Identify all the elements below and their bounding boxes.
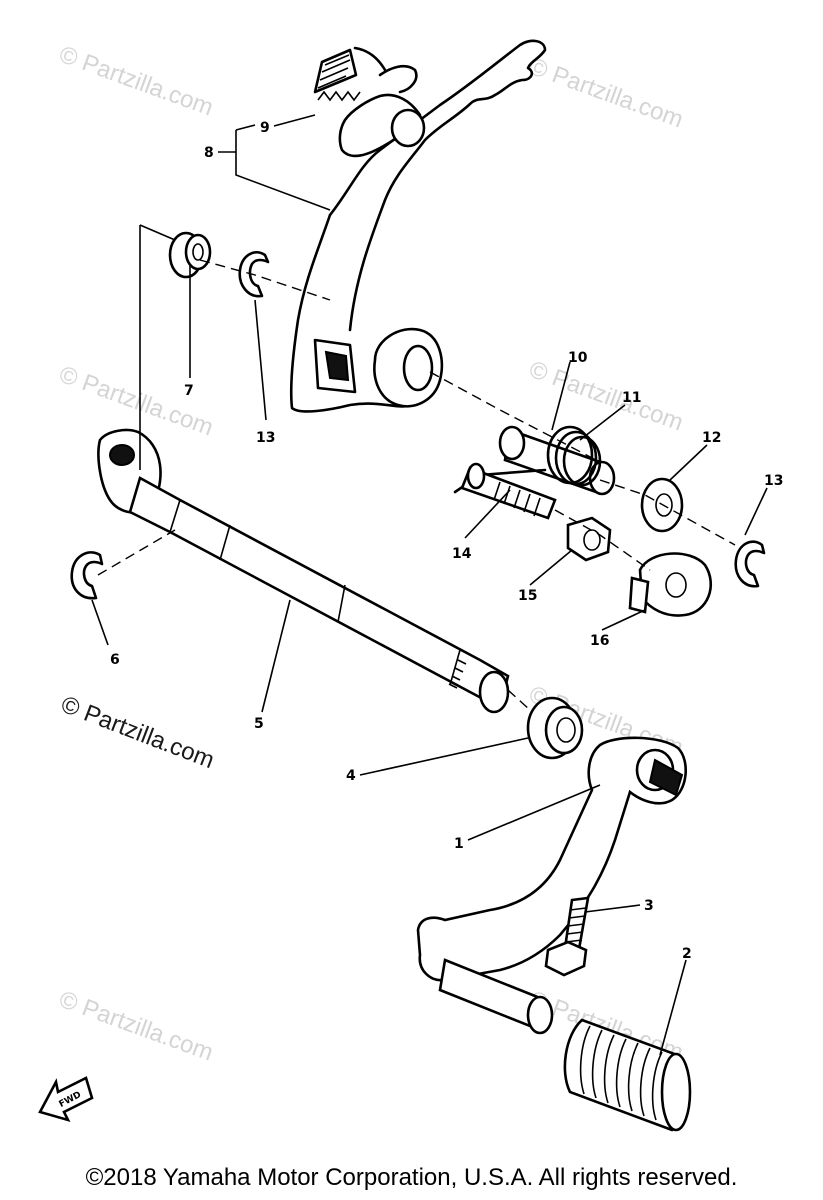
callout-13-right: 13 bbox=[764, 473, 783, 489]
callout-10: 10 bbox=[568, 350, 588, 366]
shift-pedal-part-1 bbox=[416, 736, 688, 1035]
nut-part-15 bbox=[566, 516, 612, 562]
callout-labels: 1 2 3 4 5 6 7 8 9 10 11 12 13 13 14 15 1… bbox=[110, 120, 783, 962]
copyright-notice: ©2018 Yamaha Motor Corporation, U.S.A. A… bbox=[85, 1164, 738, 1191]
pedal-rubber-part-2 bbox=[563, 1018, 692, 1132]
callout-11: 11 bbox=[622, 390, 641, 406]
callout-7: 7 bbox=[184, 383, 194, 399]
callout-2: 2 bbox=[682, 946, 692, 962]
callout-15: 15 bbox=[518, 588, 537, 604]
circlip-part-13-left bbox=[238, 250, 270, 298]
pinch-bolt-part-3 bbox=[544, 896, 590, 977]
plate-part-16 bbox=[628, 552, 713, 617]
circlip-part-6 bbox=[70, 551, 104, 600]
callout-3: 3 bbox=[644, 898, 654, 914]
callout-8: 8 bbox=[204, 145, 214, 161]
oil-seal-part-4 bbox=[526, 696, 584, 760]
circlip-part-13-right bbox=[734, 540, 766, 588]
callout-14: 14 bbox=[452, 546, 472, 562]
callout-13-left: 13 bbox=[256, 430, 275, 446]
forward-arrow-icon: FWD bbox=[38, 1076, 94, 1123]
callout-1: 1 bbox=[454, 836, 464, 852]
leader-lines bbox=[91, 114, 768, 1056]
shift-arm-part-8 bbox=[289, 39, 547, 413]
callout-4: 4 bbox=[346, 768, 356, 784]
callout-5: 5 bbox=[254, 716, 264, 732]
callout-16: 16 bbox=[590, 633, 609, 649]
callout-9: 9 bbox=[260, 120, 270, 136]
shift-shaft-part-5 bbox=[97, 428, 510, 714]
bolt-part-14 bbox=[460, 462, 557, 520]
callout-12: 12 bbox=[702, 430, 721, 446]
callout-6: 6 bbox=[110, 652, 120, 668]
stopper-shaft-part-10 bbox=[498, 425, 616, 496]
